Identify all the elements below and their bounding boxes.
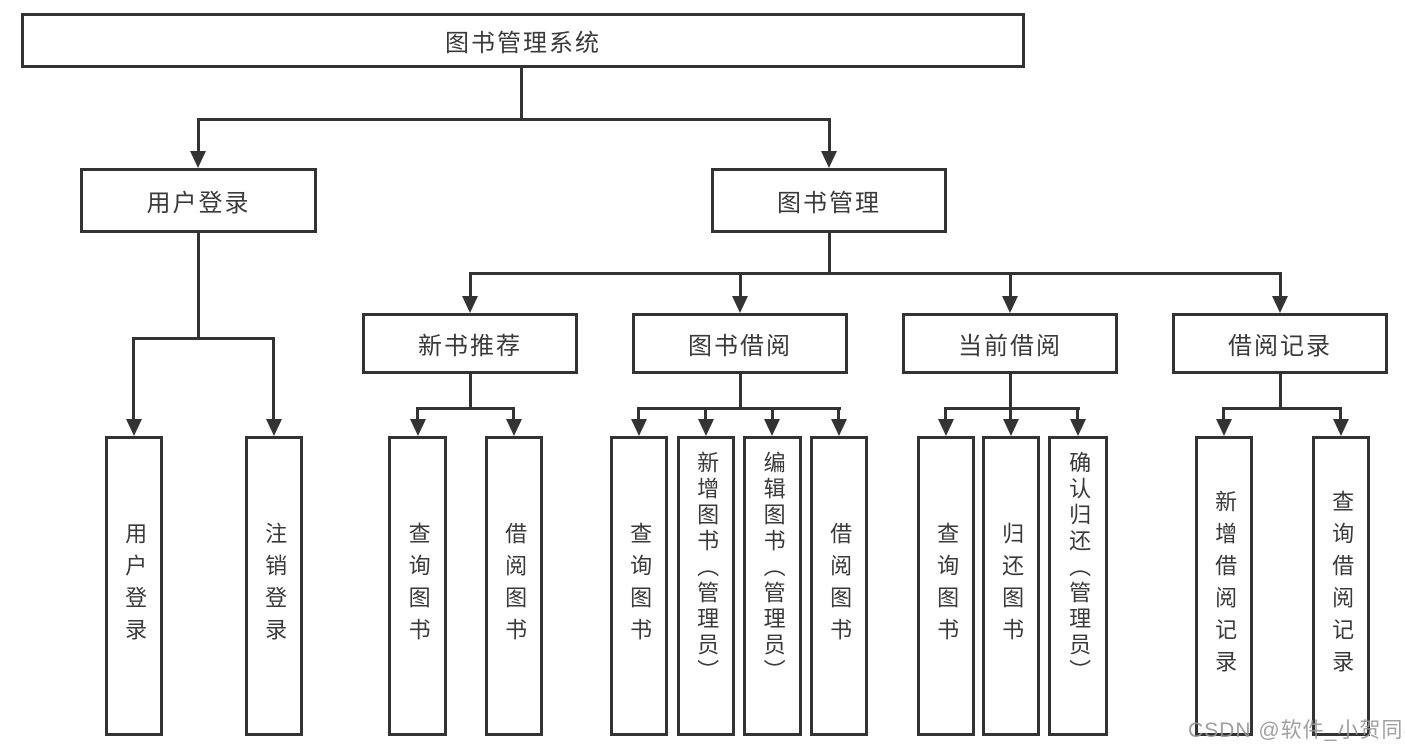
arrowhead-icon [1002, 296, 1018, 313]
node-new-book-recommend: 新书推荐 [362, 313, 578, 374]
watermark: CSDN @软件_小贺同学 [1188, 719, 1405, 742]
connector-line [1279, 272, 1282, 298]
connector-line [512, 407, 515, 421]
connector-line [1222, 407, 1225, 421]
connector-line [1339, 407, 1342, 421]
leaf-query-books-1: 查询图书 [388, 436, 447, 736]
connector-line [1009, 374, 1012, 409]
leaf-label: 查询图书 [405, 522, 431, 650]
connector-line [1222, 407, 1342, 410]
arrowhead-icon [821, 151, 837, 168]
node-user-login: 用户登录 [80, 168, 317, 233]
connector-line [637, 407, 640, 421]
leaf-edit-book-admin: 编辑图书（管理员） [743, 436, 802, 736]
arrowhead-icon [1003, 419, 1019, 436]
arrowhead-icon [732, 296, 748, 313]
leaf-label: 借阅图书 [827, 522, 853, 650]
connector-line [132, 337, 135, 421]
leaf-add-borrow-record: 新增借阅记录 [1195, 436, 1253, 736]
connector-line [704, 407, 707, 421]
leaf-label: 注销登录 [262, 522, 288, 650]
leaf-label: 编辑图书（管理员） [760, 451, 786, 685]
connector-line [520, 68, 523, 120]
leaf-user-login: 用户登录 [105, 436, 163, 736]
leaf-confirm-return-admin: 确认归还（管理员） [1048, 436, 1108, 736]
node-root: 图书管理系统 [21, 13, 1025, 68]
node-book-borrow: 图书借阅 [632, 313, 848, 374]
connector-line [469, 272, 1281, 275]
node-book-management: 图书管理 [711, 168, 947, 233]
arrowhead-icon [631, 419, 647, 436]
connector-line [828, 233, 831, 274]
connector-line [771, 407, 774, 421]
connector-line [944, 407, 1080, 410]
node-current-borrow: 当前借阅 [902, 313, 1118, 374]
connector-line [197, 118, 831, 121]
leaf-query-books-3: 查询图书 [917, 436, 975, 736]
connector-line [1279, 374, 1282, 409]
leaf-return-books: 归还图书 [982, 436, 1040, 736]
leaf-label: 归还图书 [999, 522, 1025, 650]
connector-line [739, 272, 742, 298]
arrowhead-icon [1216, 419, 1232, 436]
arrowhead-icon [938, 419, 954, 436]
arrowhead-icon [764, 419, 780, 436]
leaf-add-book-admin: 新增图书（管理员） [677, 436, 735, 736]
connector-line [837, 407, 840, 421]
leaf-label: 借阅图书 [502, 522, 528, 650]
leaf-label: 新增借阅记录 [1212, 490, 1238, 682]
leaf-query-borrow-record: 查询借阅记录 [1312, 436, 1370, 736]
connector-line [197, 233, 200, 339]
arrowhead-icon [126, 419, 142, 436]
connector-line [469, 374, 472, 409]
connector-line [469, 272, 472, 298]
connector-line [1009, 272, 1012, 298]
leaf-borrow-books-1: 借阅图书 [485, 436, 543, 736]
connector-line [272, 337, 275, 421]
connector-line [739, 374, 742, 409]
connector-line [637, 407, 841, 410]
connector-line [1076, 407, 1079, 421]
arrowhead-icon [190, 151, 206, 168]
arrowhead-icon [1333, 419, 1349, 436]
leaf-label: 查询图书 [627, 522, 653, 650]
leaf-label: 用户登录 [122, 522, 148, 650]
connector-line [416, 407, 419, 421]
arrowhead-icon [410, 419, 426, 436]
arrowhead-icon [831, 419, 847, 436]
connector-line [132, 337, 275, 340]
arrowhead-icon [1272, 296, 1288, 313]
arrowhead-icon [506, 419, 522, 436]
leaf-label: 查询图书 [934, 522, 960, 650]
arrowhead-icon [698, 419, 714, 436]
connector-line [828, 118, 831, 154]
arrowhead-icon [462, 296, 478, 313]
node-borrow-records: 借阅记录 [1172, 313, 1388, 374]
leaf-borrow-books-2: 借阅图书 [810, 436, 868, 736]
connector-line [197, 118, 200, 154]
arrowhead-icon [1070, 419, 1086, 436]
leaf-query-books-2: 查询图书 [610, 436, 668, 736]
connector-line [1009, 407, 1012, 421]
leaf-logout: 注销登录 [245, 436, 303, 736]
leaf-label: 确认归还（管理员） [1066, 451, 1092, 685]
arrowhead-icon [266, 419, 282, 436]
leaf-label: 查询借阅记录 [1329, 490, 1355, 682]
leaf-label: 新增图书（管理员） [694, 451, 720, 685]
connector-line [944, 407, 947, 421]
connector-line [416, 407, 515, 410]
